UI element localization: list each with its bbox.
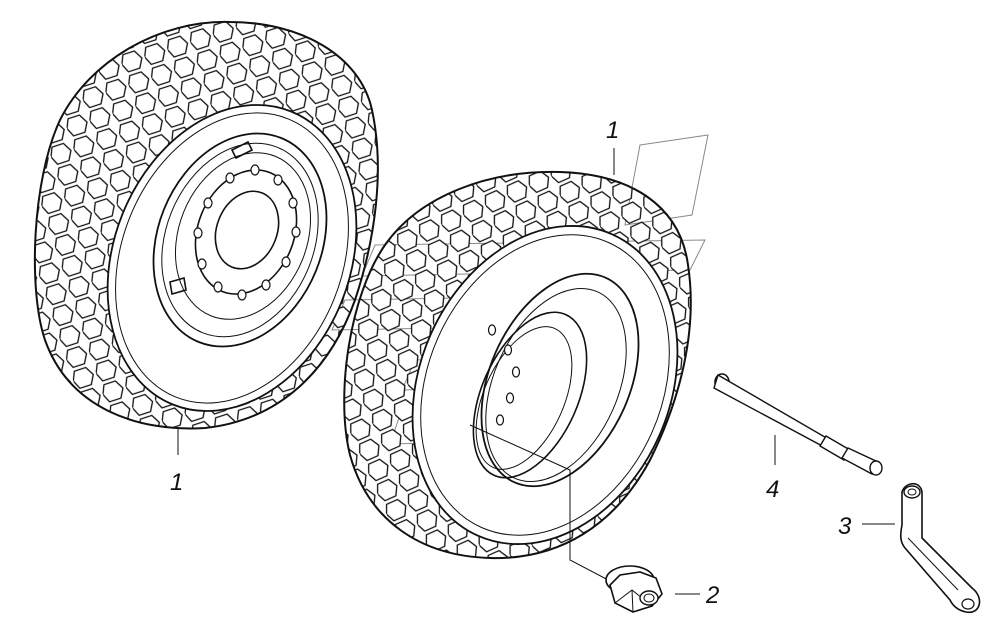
wheel-nut bbox=[605, 565, 663, 613]
callout-nut: 2 bbox=[705, 582, 719, 609]
wheel-left bbox=[33, 20, 379, 430]
bracket bbox=[899, 482, 981, 614]
wheel-left-hub bbox=[194, 169, 298, 295]
rod bbox=[713, 373, 883, 476]
wheel-left-bolt-holes bbox=[193, 164, 301, 301]
callout-wheel-right: 1 bbox=[606, 117, 619, 144]
leader-lines bbox=[177, 148, 895, 595]
callout-wheel-left: 1 bbox=[170, 469, 183, 496]
wheel-right bbox=[343, 170, 692, 583]
callout-bracket: 3 bbox=[838, 513, 852, 540]
callout-rod: 4 bbox=[766, 476, 779, 503]
wheel-right-bolt-holes bbox=[487, 324, 521, 426]
